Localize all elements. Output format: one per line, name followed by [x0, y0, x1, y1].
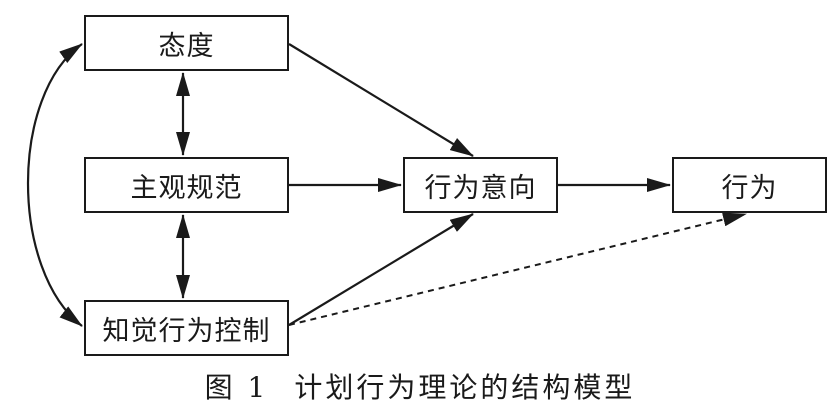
- arrow-attitude-control-curve: [27, 43, 83, 327]
- figure-number: 图 1: [204, 371, 269, 404]
- node-behavior: 行为: [672, 157, 827, 213]
- arrow-control-behavior-dashed: [288, 212, 747, 326]
- node-attitude: 态度: [84, 15, 289, 71]
- arrow-attitude-intention: [288, 43, 474, 157]
- figure-title: 计划行为理论的结构模型: [294, 371, 636, 404]
- node-behavioral-intention: 行为意向: [403, 157, 558, 213]
- arrow-control-intention: [288, 213, 474, 326]
- node-subjective-norm: 主观规范: [84, 157, 289, 213]
- figure-caption: 图 1 计划行为理论的结构模型: [0, 366, 840, 406]
- node-perceived-behavioral-control: 知觉行为控制: [84, 300, 289, 356]
